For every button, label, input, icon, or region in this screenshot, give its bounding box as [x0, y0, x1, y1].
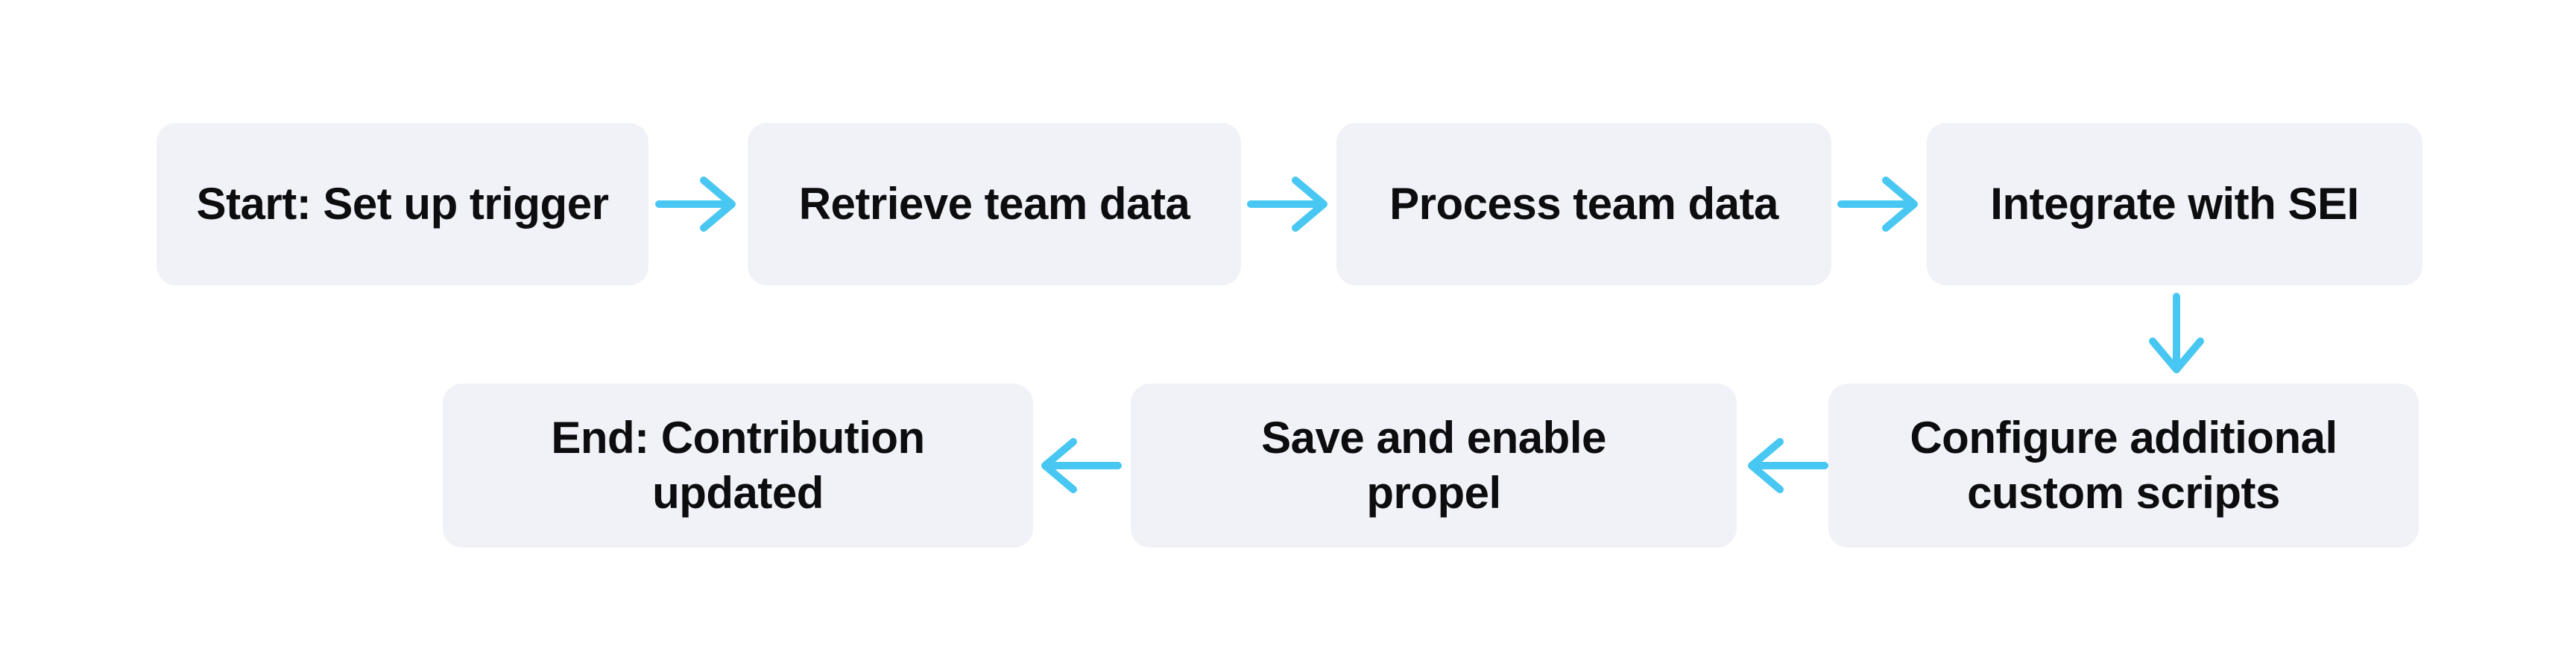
- arrow-left-icon: [1748, 438, 1828, 493]
- node-label: End: Contribution updated: [551, 413, 925, 518]
- node-label: Process team data: [1389, 179, 1778, 229]
- flow-node-configure-custom-scripts: Configure additional custom scripts: [1828, 384, 2419, 548]
- arrow-left-icon: [1041, 438, 1122, 493]
- node-label: Start: Set up trigger: [196, 179, 609, 229]
- node-label: Retrieve team data: [798, 179, 1190, 229]
- node-label: Save and enable propel: [1261, 413, 1606, 518]
- node-label: Integrate with SEI: [1990, 179, 2359, 229]
- arrow-down-icon: [2149, 293, 2204, 373]
- arrow-right-icon: [655, 177, 736, 232]
- flow-node-integrate-with-sei: Integrate with SEI: [1927, 123, 2422, 285]
- flow-node-retrieve-team-data: Retrieve team data: [748, 123, 1241, 285]
- flow-node-end: End: Contribution updated: [443, 384, 1033, 548]
- flow-node-start: Start: Set up trigger: [157, 123, 648, 285]
- arrow-right-icon: [1837, 177, 1918, 232]
- flow-node-process-team-data: Process team data: [1336, 123, 1831, 285]
- arrow-right-icon: [1247, 177, 1328, 232]
- flow-node-save-and-enable-propel: Save and enable propel: [1131, 384, 1737, 548]
- node-label: Configure additional custom scripts: [1910, 413, 2337, 518]
